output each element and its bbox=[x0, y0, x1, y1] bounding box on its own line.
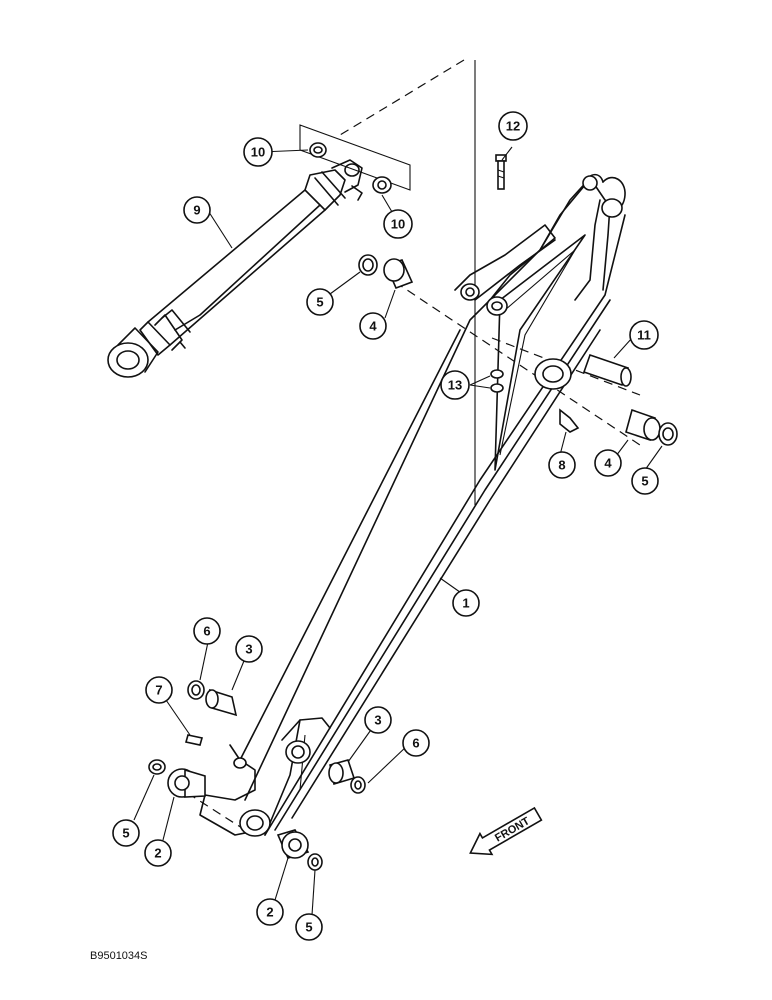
bushing-4-upper bbox=[383, 258, 414, 290]
flanged-bushing-2-right bbox=[276, 829, 310, 859]
callout-8: 8 bbox=[548, 451, 576, 479]
callout-6-right: 6 bbox=[402, 729, 430, 757]
callout-1-label: 1 bbox=[462, 596, 469, 611]
callout-10-right-label: 10 bbox=[391, 217, 405, 232]
callout-1: 1 bbox=[452, 589, 480, 617]
callout-3-right-label: 3 bbox=[374, 713, 381, 728]
callout-12-label: 12 bbox=[506, 119, 520, 134]
seal-6-right bbox=[350, 776, 366, 794]
boom-body bbox=[199, 173, 626, 836]
callout-3-right: 3 bbox=[364, 706, 392, 734]
alignment-lines bbox=[174, 59, 641, 831]
bushing-4-right bbox=[625, 408, 661, 442]
callout-6-left: 6 bbox=[193, 617, 221, 645]
callout-13: 13 bbox=[440, 370, 470, 400]
grease-fitting-8 bbox=[559, 408, 580, 433]
callout-11-label: 11 bbox=[637, 328, 651, 343]
callout-4-right-label: 4 bbox=[604, 456, 612, 471]
callout-5-right: 5 bbox=[631, 467, 659, 495]
drawing-code: B9501034S bbox=[90, 950, 148, 962]
callout-13-label: 13 bbox=[448, 378, 462, 393]
nuts-13 bbox=[490, 369, 504, 393]
callout-5-right-label: 5 bbox=[641, 474, 648, 489]
callout-2-right: 2 bbox=[256, 898, 284, 926]
callout-4-upper: 4 bbox=[359, 312, 387, 340]
boom-pivot-bores bbox=[233, 175, 623, 837]
callout-12: 12 bbox=[498, 111, 528, 141]
flanged-bushing-2-left bbox=[167, 768, 206, 798]
shim-plates bbox=[299, 124, 411, 194]
grease-fitting-7 bbox=[184, 734, 204, 746]
seal-5-upper bbox=[358, 254, 378, 276]
callout-5-lower-right-label: 5 bbox=[305, 920, 312, 935]
callout-8-label: 8 bbox=[558, 458, 565, 473]
callout-9: 9 bbox=[183, 196, 211, 224]
callout-5-upper: 5 bbox=[306, 288, 334, 316]
seal-6-left bbox=[187, 680, 205, 700]
callout-2-right-label: 2 bbox=[266, 905, 273, 920]
callout-5-lower-left: 5 bbox=[112, 819, 140, 847]
callout-10-left-label: 10 bbox=[251, 145, 265, 160]
seal-5-lower-left bbox=[148, 759, 166, 775]
seal-5-lower-right bbox=[307, 853, 323, 871]
hydraulic-cylinder bbox=[107, 159, 363, 378]
callout-6-left-label: 6 bbox=[203, 624, 210, 639]
callout-3-left: 3 bbox=[235, 635, 263, 663]
seal-5-right bbox=[658, 422, 678, 446]
callout-4-upper-label: 4 bbox=[369, 319, 377, 334]
callout-7-label: 7 bbox=[155, 683, 162, 698]
callout-6-right-label: 6 bbox=[412, 736, 419, 751]
callout-5-lower-left-label: 5 bbox=[122, 826, 129, 841]
callout-10-right: 10 bbox=[383, 209, 413, 239]
bushing-3-left bbox=[205, 688, 238, 717]
front-direction-arrow: FRONT bbox=[469, 806, 543, 856]
callout-4-right: 4 bbox=[594, 449, 622, 477]
callout-10-left: 10 bbox=[243, 137, 273, 167]
callout-9-label: 9 bbox=[193, 203, 200, 218]
callout-2-left: 2 bbox=[144, 839, 172, 867]
callout-5-lower-right: 5 bbox=[295, 913, 323, 941]
callout-3-left-label: 3 bbox=[245, 642, 252, 657]
callout-7: 7 bbox=[145, 676, 173, 704]
callout-2-left-label: 2 bbox=[154, 846, 161, 861]
bushing-3-right bbox=[328, 759, 356, 786]
callout-5-upper-label: 5 bbox=[316, 295, 323, 310]
pin-11 bbox=[582, 353, 632, 387]
callout-11: 11 bbox=[629, 320, 659, 350]
front-label: FRONT bbox=[493, 815, 532, 844]
bolt-12 bbox=[495, 154, 507, 190]
